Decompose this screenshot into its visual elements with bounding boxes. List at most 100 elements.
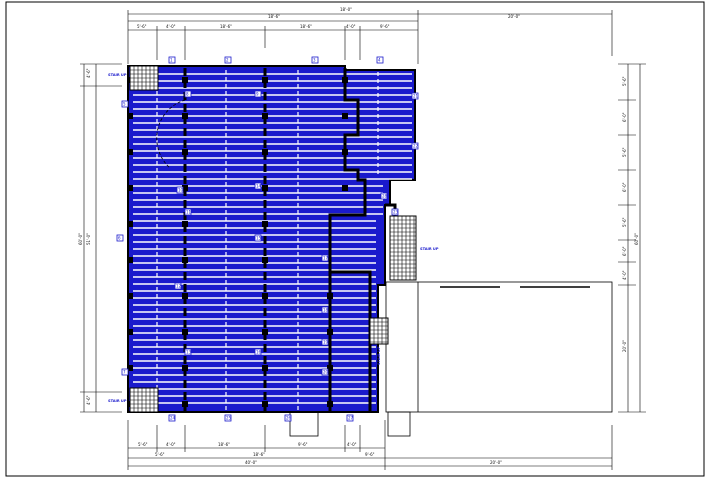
dim-right-seg-3: 5'-6" <box>622 147 627 157</box>
beam-tag-label: 8 <box>186 92 189 97</box>
right-dimension-texts: 5'-6" 6'-0" 5'-6" 6'-0" 5'-6" 6'-0" 4'-0… <box>622 76 639 352</box>
column-square <box>182 365 188 371</box>
beam-tag-box <box>321 254 329 262</box>
beam-tag-label: 28 <box>382 194 388 199</box>
column-square <box>262 185 268 191</box>
beam-tag-label: 3 <box>313 58 316 63</box>
right-dimensions <box>618 63 646 413</box>
column-square <box>182 401 188 407</box>
beam-tag-label: 20 <box>323 370 329 375</box>
beam-tag-label: 13 <box>186 350 192 355</box>
dim-top-seg-2: 4'-0" <box>166 24 176 29</box>
dim-top-seg-5: 4'-0" <box>346 24 356 29</box>
stair-label-4: STAIR UP <box>377 346 381 365</box>
beam-tag-label: 9 <box>256 92 259 97</box>
stair-center <box>369 317 389 345</box>
dim-right-overall: 60'-0" <box>634 233 639 245</box>
dim-bot-seg-5: 4'-0" <box>347 442 357 447</box>
column-square <box>262 365 268 371</box>
dim-bot-right: 20'-0" <box>490 460 502 465</box>
dim-top-overall: 18'-0" <box>340 7 352 12</box>
beam-tag-box <box>224 414 232 422</box>
beam-tag-box <box>321 338 329 346</box>
column-square <box>327 329 333 335</box>
beam-tag-box <box>254 234 262 242</box>
stair-label-1: STAIR UP <box>108 73 127 77</box>
dim-left-seg-2: 51'-0" <box>86 233 91 245</box>
column-square <box>327 293 333 299</box>
left-dimensions <box>80 63 122 413</box>
dim-left-overall: 60'-0" <box>78 233 83 245</box>
column-square <box>182 329 188 335</box>
dim-right-seg-8: 20'-0" <box>622 340 627 352</box>
beam-tag-label: 21 <box>413 94 419 99</box>
beam-tag-box <box>254 182 262 190</box>
bottom-dimension-texts: 5'-6" 4'-0" 18'-6" 9'-6" 4'-0" 5'-6" 18'… <box>138 442 502 465</box>
column-square <box>262 257 268 263</box>
column-square <box>182 293 188 299</box>
column-lines <box>183 68 267 412</box>
beam-tag-box <box>380 192 388 200</box>
column-square <box>327 401 333 407</box>
beam-tag-label: 19 <box>323 340 329 345</box>
beam-tag-label: 12 <box>176 284 182 289</box>
column-square <box>182 221 188 227</box>
dim-right-seg-7: 4'-0" <box>622 270 627 280</box>
dim-bot-overall: 40'-0" <box>245 460 257 465</box>
beam-tag-box <box>184 348 192 356</box>
column-square <box>262 329 268 335</box>
beam-tag-label: 5 <box>123 102 126 107</box>
column-square <box>342 149 348 155</box>
beam-tag-label: 14 <box>256 184 262 189</box>
column-square <box>262 293 268 299</box>
column-square <box>342 185 348 191</box>
beam-tag-box <box>254 348 262 356</box>
dim-right-seg-1: 5'-6" <box>622 76 627 86</box>
dim-right-seg-2: 6'-0" <box>622 112 627 122</box>
floor-outline <box>127 65 416 413</box>
beam-tag-box <box>184 90 192 98</box>
dim-top-seg-6: 9'-6" <box>380 24 390 29</box>
beam-tag-label: 6 <box>118 236 121 241</box>
dim-top-seg-3: 18'-6" <box>220 24 232 29</box>
dim-right-seg-4: 6'-0" <box>622 182 627 192</box>
column-square <box>342 113 348 119</box>
beam-tag-box <box>411 142 419 150</box>
column-square <box>182 185 188 191</box>
dim-bot-sub-1: 5'-6" <box>155 452 165 457</box>
column-square <box>327 365 333 371</box>
stair-label-2: STAIR UP <box>108 399 127 403</box>
column-square <box>262 149 268 155</box>
beam-tag-label: 15 <box>256 236 262 241</box>
beam-tag-label: 1 <box>170 58 173 63</box>
beam-tag-box <box>321 368 329 376</box>
column-square <box>262 401 268 407</box>
beam-tag-label: 24 <box>170 416 176 421</box>
column-square <box>262 113 268 119</box>
dim-top-right: 20'-0" <box>508 14 520 19</box>
beam-tag-label: 4 <box>378 58 381 63</box>
dim-bot-sub-3: 9'-6" <box>365 452 375 457</box>
top-dimension-texts: 18'-0" 20'-0" 18'-6" 5'-6" 4'-0" 18'-6" … <box>137 7 520 29</box>
beam-tag-box <box>346 414 354 422</box>
beam-tag-box <box>254 90 262 98</box>
dim-bot-sub-2: 18'-6" <box>253 452 265 457</box>
beam-tag-box <box>284 414 292 422</box>
dim-bot-seg-4: 9'-6" <box>298 442 308 447</box>
dim-bot-seg-3: 18'-6" <box>218 442 230 447</box>
beam-tag-box <box>411 92 419 100</box>
beam-tag-box <box>311 56 319 64</box>
beam-tag-label: 16 <box>256 350 262 355</box>
column-square <box>127 221 133 227</box>
column-square <box>182 113 188 119</box>
column-square <box>127 293 133 299</box>
beam-tag-label: 27 <box>348 416 354 421</box>
stair-label-3: STAIR UP <box>420 247 439 251</box>
beam-tag-label: 2 <box>226 58 229 63</box>
beam-tag-box <box>184 208 192 216</box>
beam-tag-label: 25 <box>226 416 232 421</box>
beam-tag-label: 22 <box>413 144 419 149</box>
beam-tag-box <box>391 208 399 216</box>
